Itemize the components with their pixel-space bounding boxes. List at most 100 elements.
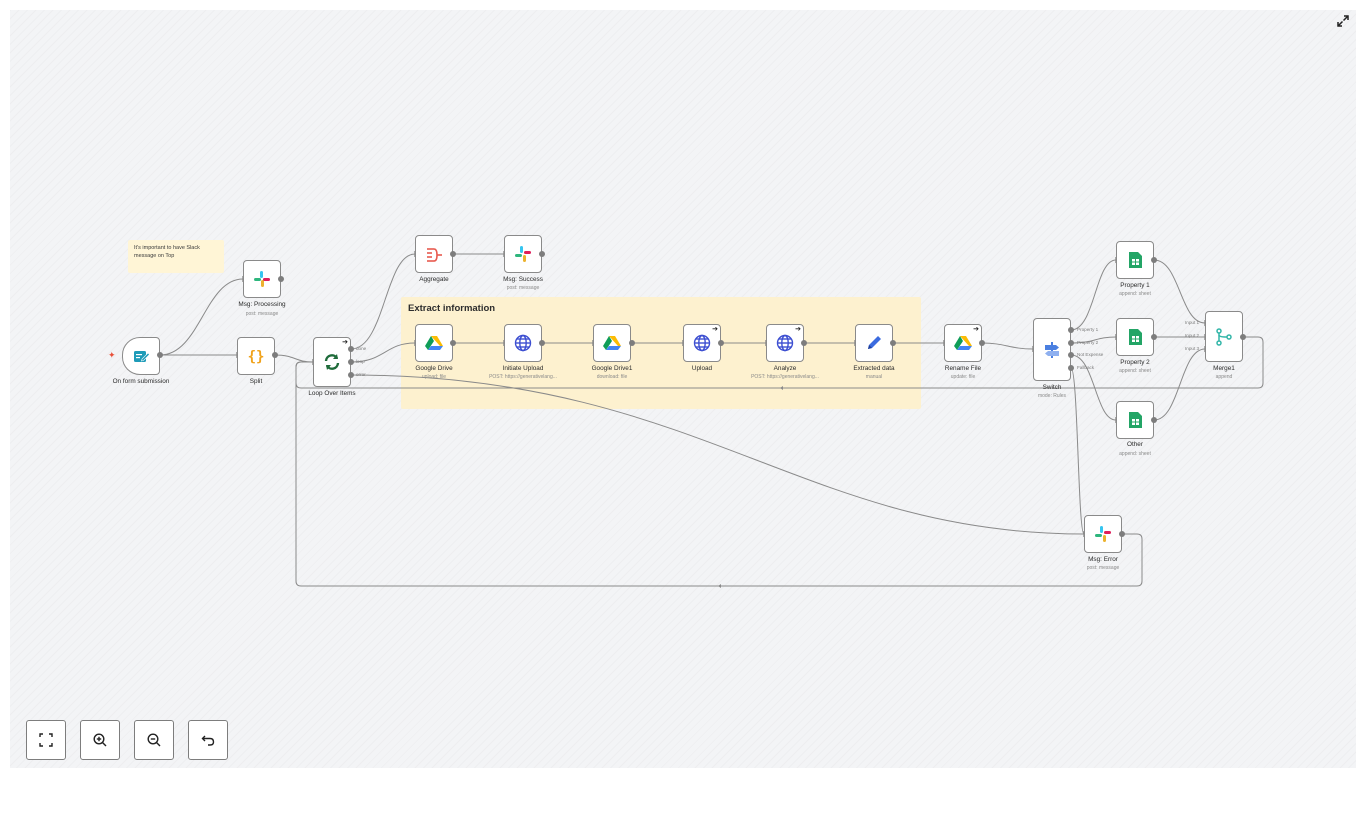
slack-icon [254,271,270,287]
node-extracted-data[interactable] [855,324,893,362]
output-port[interactable] [629,340,635,346]
code-braces-icon: {} [248,349,265,365]
sticky-note[interactable] [128,240,224,273]
sticky-note-text: It's important to have Slack message on … [134,245,200,259]
port-label: Input 3 [1185,346,1200,351]
form-icon [134,351,150,362]
arrow-badge-icon: ➔ [342,339,348,346]
port-label: error [356,372,366,377]
node-label: Split [249,378,263,385]
node-msg-error[interactable] [1084,515,1122,553]
output-port[interactable] [450,340,456,346]
node-label: Extracted data [853,365,895,372]
node-label: Other [1127,441,1143,448]
trigger-bolt-icon: ✦ [108,350,116,360]
undo-button[interactable] [188,720,228,760]
output-port[interactable] [539,340,545,346]
node-aggregate[interactable] [415,235,453,273]
merge-icon [1216,327,1232,346]
output-port[interactable] [1151,417,1157,423]
output-port-loop[interactable] [348,359,354,365]
group-title: Extract information [408,303,496,314]
arrow-badge-icon: ➔ [973,326,979,333]
output-port-2[interactable] [1068,340,1074,346]
port-label: Property 1 [1077,327,1099,332]
port-label: done [356,346,367,351]
output-port[interactable] [450,251,456,257]
node-subtitle: download: file [596,374,628,380]
output-port-error[interactable] [348,372,354,378]
google-sheets-icon [1129,252,1142,268]
node-subtitle: mode: Rules [1037,393,1067,399]
node-other[interactable] [1116,401,1154,439]
fit-view-icon [39,733,53,747]
node-label: Switch [1042,384,1062,391]
port-label: Property 2 [1077,340,1099,345]
node-merge1[interactable] [1205,311,1243,362]
loop-icon [324,354,340,370]
output-port[interactable] [1151,257,1157,263]
globe-icon [693,334,711,352]
zoom-in-button[interactable] [80,720,120,760]
zoom-in-icon [93,733,107,747]
node-label: Upload [691,365,713,372]
node-label: Loop Over Items [308,390,356,397]
node-google-drive[interactable] [415,324,453,362]
google-sheets-icon [1129,329,1142,345]
node-loop-over-items[interactable]: ➔ [313,337,351,387]
output-port[interactable] [1119,531,1125,537]
output-port[interactable] [539,251,545,257]
google-drive-icon [425,336,443,350]
output-port[interactable] [890,340,896,346]
node-msg-processing[interactable] [243,260,281,298]
output-port[interactable] [157,352,163,358]
node-subtitle: append: sheet [1119,451,1151,457]
output-port-done[interactable] [348,346,354,352]
node-label: Google Drive [415,365,453,372]
fit-view-button[interactable] [26,720,66,760]
output-port-3[interactable] [1068,352,1074,358]
node-label: Msg: Error [1088,556,1118,563]
output-port[interactable] [272,352,278,358]
output-port[interactable] [718,340,724,346]
node-subtitle: post: message [506,285,540,291]
zoom-out-button[interactable] [134,720,174,760]
port-label: Input 1 [1185,320,1200,325]
node-initiate-upload[interactable] [504,324,542,362]
output-port-4[interactable] [1068,365,1074,371]
output-port[interactable] [979,340,985,346]
arrow-badge-icon: ➔ [712,326,718,333]
node-split[interactable]: {} [237,337,275,375]
port-label: loop [356,359,365,364]
node-subtitle: append: sheet [1119,291,1151,297]
node-label: Aggregate [419,276,449,283]
zoom-out-icon [147,733,161,747]
globe-icon [514,334,532,352]
output-port[interactable] [1240,334,1246,340]
node-label: Merge1 [1213,365,1235,372]
node-subtitle: update: file [950,374,976,380]
node-msg-success[interactable] [504,235,542,273]
node-label: Msg: Processing [238,301,286,308]
node-label: Property 2 [1120,359,1150,366]
output-port[interactable] [1151,334,1157,340]
node-subtitle: post: message [245,311,279,317]
node-rename-file[interactable]: ➔ [944,324,982,362]
node-analyze[interactable]: ➔ [766,324,804,362]
node-property-2[interactable] [1116,318,1154,356]
node-property-1[interactable] [1116,241,1154,279]
node-upload[interactable]: ➔ [683,324,721,362]
node-label: Msg: Success [503,276,543,283]
output-port-1[interactable] [1068,327,1074,333]
google-sheets-icon [1129,412,1142,428]
output-port[interactable] [278,276,284,282]
node-label: Initiate Upload [502,365,544,372]
switch-icon [1045,341,1059,358]
node-switch[interactable] [1033,318,1071,381]
node-on-form-submission[interactable] [122,337,160,375]
aggregate-icon [427,248,442,262]
output-port[interactable] [801,340,807,346]
pencil-icon [868,336,881,349]
node-google-drive1[interactable] [593,324,631,362]
expand-icon[interactable] [1335,13,1351,29]
